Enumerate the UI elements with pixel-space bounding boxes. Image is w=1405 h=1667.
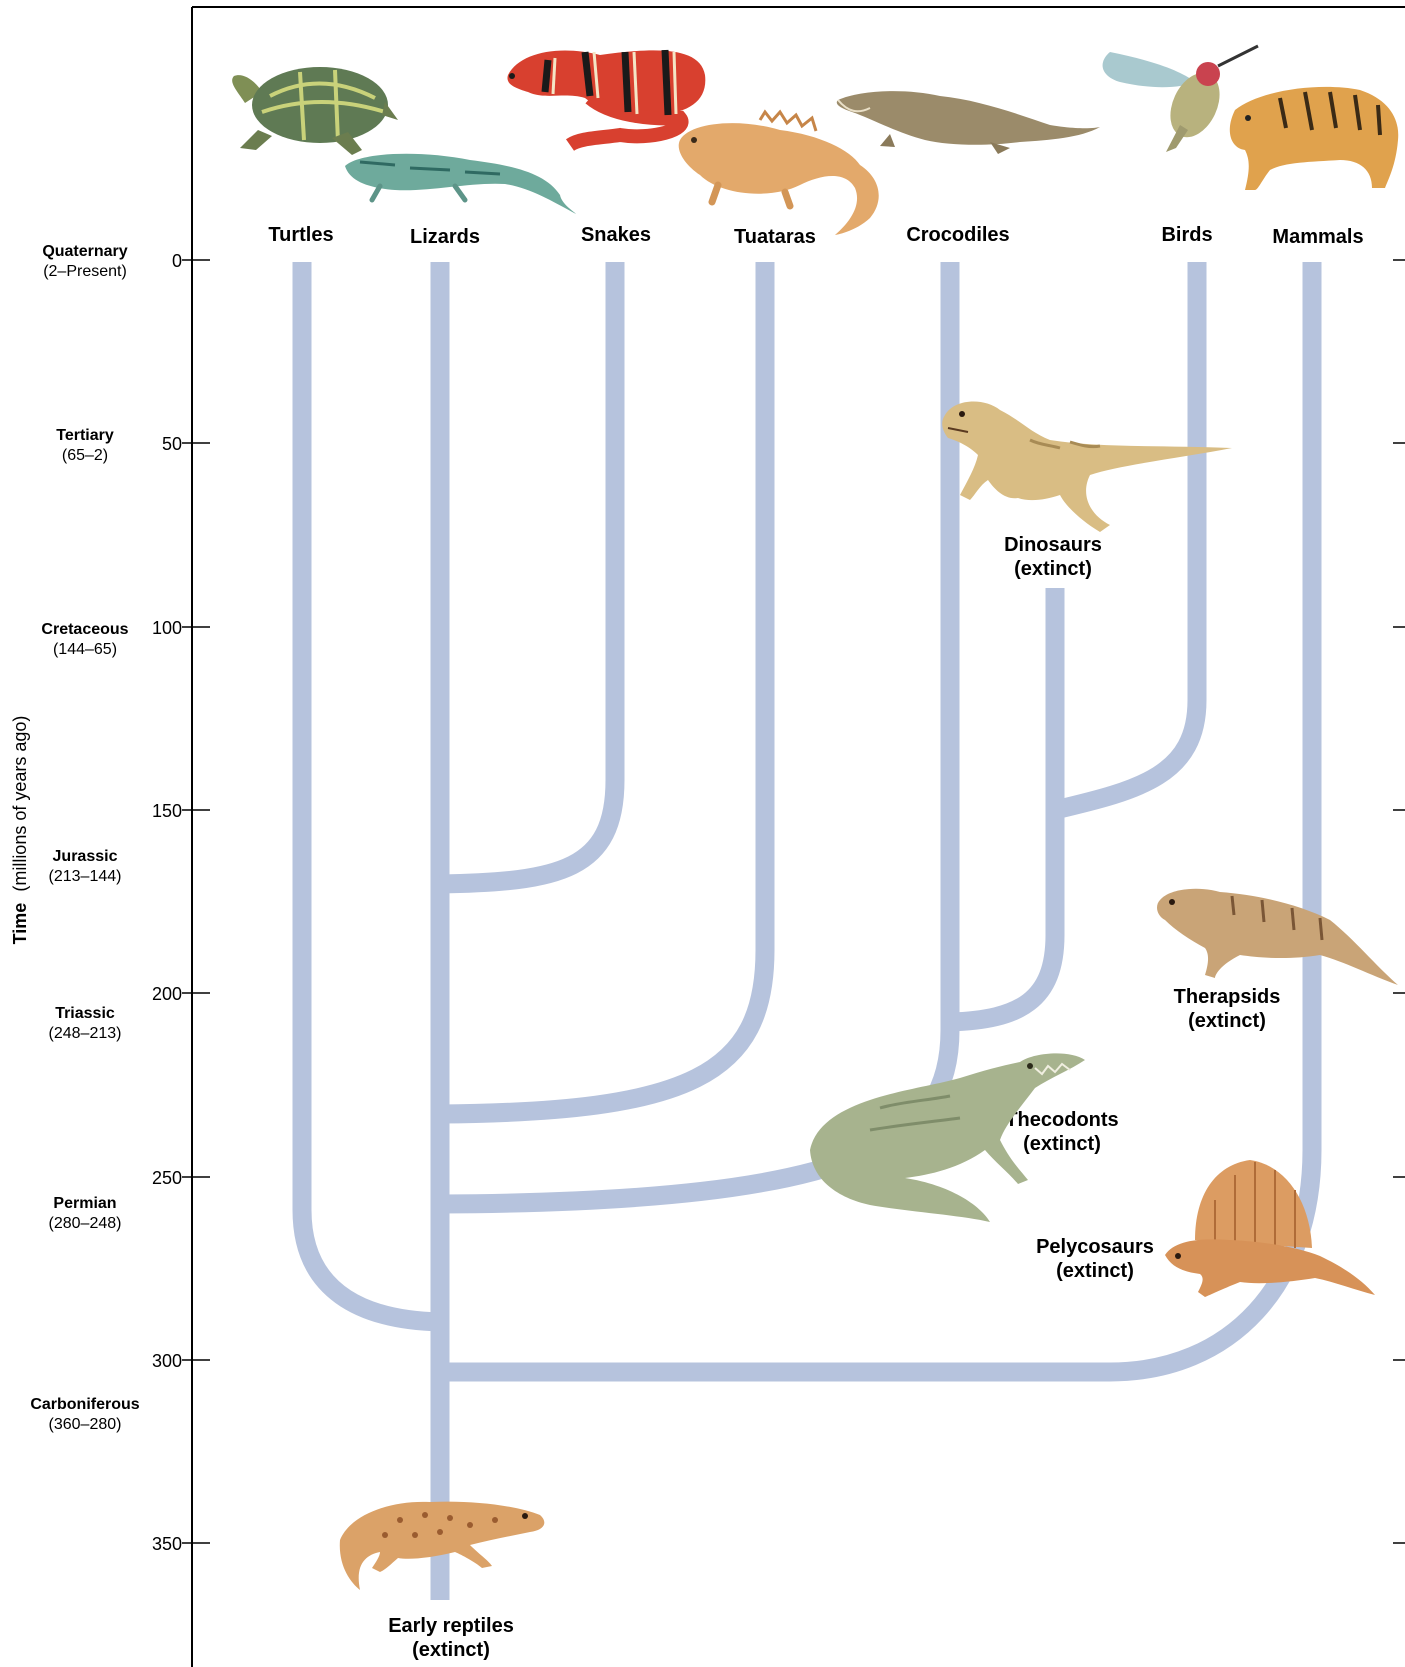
period-triassic-range: (248–213)	[49, 1025, 122, 1042]
phylogeny-branches	[302, 262, 1312, 1600]
label-pelycosaurs-status: (extinct)	[1056, 1260, 1134, 1282]
branch-tuataras	[440, 262, 765, 1114]
period-carboniferous-range: (360–280)	[49, 1416, 122, 1433]
period-labels: Quaternary (2–Present) Tertiary (65–2) C…	[30, 243, 139, 1433]
tick-label-350: 350	[152, 1534, 182, 1554]
tick-label-200: 200	[152, 984, 182, 1004]
snake-illustration	[507, 50, 705, 145]
branch-turtles	[302, 262, 440, 1322]
period-permian: Permian	[53, 1195, 116, 1212]
illustrations	[232, 46, 1398, 1590]
branch-snakes	[440, 262, 615, 884]
pelycosaur-illustration	[1165, 1160, 1375, 1297]
period-jurassic-range: (213–144)	[49, 868, 122, 885]
left-ticks	[182, 260, 210, 1543]
label-dinosaurs-status: (extinct)	[1014, 558, 1092, 580]
therapsid-illustration	[1157, 889, 1398, 985]
label-crocodiles: Crocodiles	[906, 224, 1009, 246]
label-early-reptiles-status: (extinct)	[412, 1639, 490, 1661]
label-dinosaurs: Dinosaurs	[1004, 534, 1102, 556]
tick-label-300: 300	[152, 1351, 182, 1371]
period-triassic: Triassic	[55, 1005, 115, 1022]
tick-labels: 0 50 100 150 200 250 300 350	[152, 251, 182, 1554]
branch-archosaurs	[440, 262, 950, 1204]
tick-label-100: 100	[152, 618, 182, 638]
label-thecodonts: Thecodonts	[1005, 1109, 1118, 1131]
living-group-labels: Turtles Lizards Snakes Tuataras Crocodil…	[268, 224, 1363, 248]
period-quaternary: Quaternary	[42, 243, 127, 260]
extinct-group-labels: Dinosaurs (extinct) Therapsids (extinct)…	[388, 534, 1280, 1661]
label-tuataras: Tuataras	[734, 226, 816, 248]
period-cretaceous: Cretaceous	[41, 621, 128, 638]
lizard-illustration	[345, 154, 576, 214]
axis-title: Time (millions of years ago)	[10, 716, 30, 945]
label-turtles: Turtles	[268, 224, 333, 246]
label-mammals: Mammals	[1272, 226, 1363, 248]
period-carboniferous: Carboniferous	[30, 1396, 139, 1413]
label-pelycosaurs: Pelycosaurs	[1036, 1236, 1154, 1258]
tick-label-50: 50	[162, 434, 182, 454]
branch-dinosaurs	[950, 588, 1055, 1022]
label-birds: Birds	[1161, 224, 1212, 246]
tick-label-250: 250	[152, 1168, 182, 1188]
label-thecodonts-status: (extinct)	[1023, 1133, 1101, 1155]
crocodile-illustration	[837, 91, 1100, 154]
tick-label-150: 150	[152, 801, 182, 821]
right-ticks	[1393, 260, 1405, 1543]
label-therapsids-status: (extinct)	[1188, 1010, 1266, 1032]
label-early-reptiles: Early reptiles	[388, 1615, 514, 1637]
tuatara-illustration	[679, 112, 879, 235]
axis-title-units: (millions of years ago)	[10, 716, 30, 892]
period-jurassic: Jurassic	[53, 848, 118, 865]
period-tertiary: Tertiary	[56, 427, 114, 444]
axis-title-bold: Time	[10, 903, 30, 945]
label-snakes: Snakes	[581, 224, 651, 246]
period-quaternary-range: (2–Present)	[43, 263, 127, 280]
period-tertiary-range: (65–2)	[62, 447, 108, 464]
label-therapsids: Therapsids	[1174, 986, 1281, 1008]
turtle-illustration	[232, 67, 398, 155]
label-lizards: Lizards	[410, 226, 480, 248]
tick-label-0: 0	[172, 251, 182, 271]
tiger-illustration	[1230, 87, 1398, 190]
period-permian-range: (280–248)	[49, 1215, 122, 1232]
period-cretaceous-range: (144–65)	[53, 641, 117, 658]
